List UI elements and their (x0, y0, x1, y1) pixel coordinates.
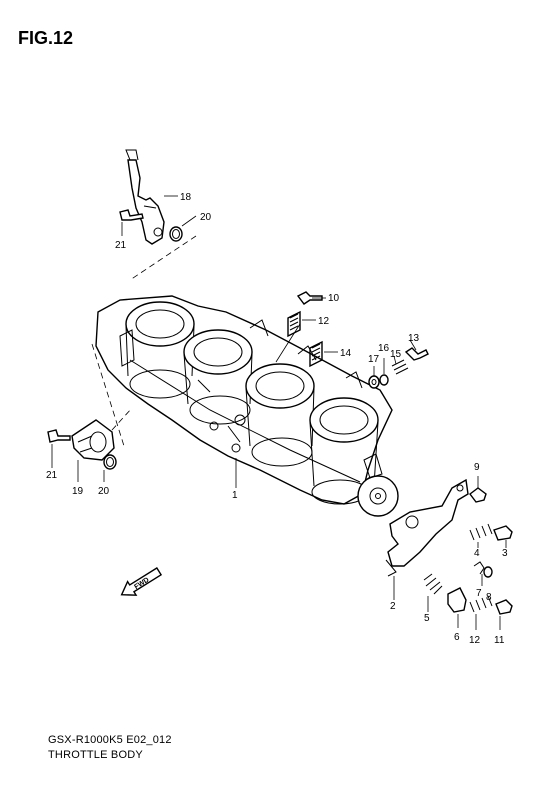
spring-12-lower (469, 595, 493, 613)
callout-20-top: 20 (200, 212, 212, 223)
screw-3 (493, 525, 513, 541)
callout-1: 1 (232, 490, 238, 501)
screw-21-top (119, 209, 144, 221)
callout-20-left: 20 (98, 486, 110, 497)
callout-labels: 18 20 21 10 12 14 13 16 15 17 21 19 20 1… (46, 192, 508, 646)
spring-15 (391, 359, 409, 375)
callout-11: 11 (494, 635, 505, 646)
screw-14 (404, 347, 429, 361)
throttle-body-1 (95, 295, 399, 517)
callout-21-top: 21 (115, 240, 127, 251)
spring-13 (309, 340, 323, 368)
bracket-2 (385, 478, 469, 577)
figure-code: GSX-R1000K5 E02_012 (48, 734, 172, 746)
callout-4: 4 (474, 548, 480, 559)
forward-arrow-label: FWD (133, 577, 150, 591)
callout-10: 10 (328, 293, 340, 304)
screw-9 (469, 487, 487, 503)
screw-21-left (47, 429, 71, 443)
callout-19: 18 (180, 192, 192, 203)
callout-12-upper: 12 (318, 316, 330, 327)
o-ring-20-top (169, 226, 183, 242)
throttle-position-sensor-19 (125, 149, 165, 245)
callout-9: 9 (474, 462, 480, 473)
figure-caption: THROTTLE BODY (48, 749, 143, 761)
callout-7: 7 (476, 588, 482, 599)
callout-6: 6 (454, 632, 460, 643)
lever-6 (447, 587, 467, 613)
screw-11 (495, 599, 513, 615)
spring-5 (423, 573, 443, 595)
callout-17: 17 (368, 354, 380, 365)
washer-8 (483, 566, 493, 578)
callout-18: 19 (72, 486, 84, 497)
callout-2: 2 (390, 601, 396, 612)
callout-8: 8 (486, 592, 492, 603)
spring-12-upper (287, 310, 301, 338)
spring-4 (469, 523, 493, 541)
callout-13: 14 (340, 348, 352, 359)
clip-7 (473, 561, 485, 575)
throttle-position-sensor-18 (71, 419, 115, 461)
callout-5: 5 (424, 613, 430, 624)
washer-16 (379, 374, 389, 386)
washer-17 (368, 375, 380, 389)
callout-3: 3 (502, 548, 508, 559)
o-ring-20-left (103, 454, 117, 470)
figure-title: FIG.12 (18, 28, 74, 48)
callout-21-left: 21 (46, 470, 58, 481)
callout-12-lower: 12 (469, 635, 481, 646)
callout-14: 13 (408, 333, 420, 344)
callout-15: 15 (390, 349, 402, 360)
callout-16: 16 (378, 343, 390, 354)
forward-direction-arrow: FWD (120, 567, 163, 596)
